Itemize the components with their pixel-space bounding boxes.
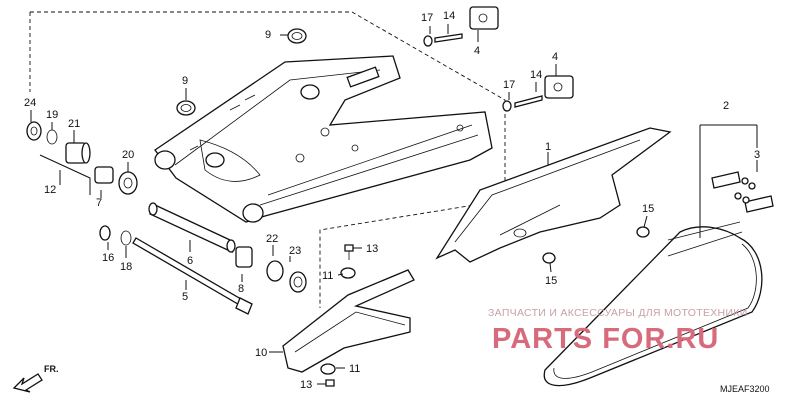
callout-4-lower: 4	[552, 51, 558, 63]
callout-18: 18	[120, 261, 132, 273]
drive-chain	[543, 221, 763, 387]
ball-bearing-left	[118, 171, 138, 195]
pivot-shaft	[132, 237, 253, 315]
callout-15-upper: 15	[642, 203, 654, 215]
collar-11-upper	[340, 267, 356, 279]
callout-14-lower: 14	[530, 69, 542, 81]
rubber-cap-lower	[176, 100, 196, 116]
callout-9-lower: 9	[182, 75, 188, 87]
callout-17-lower: 17	[503, 79, 515, 91]
callout-2: 2	[723, 100, 729, 112]
pivot-collar	[148, 202, 236, 254]
ball-bearing-right	[266, 260, 307, 293]
chain-case	[435, 127, 672, 263]
callout-16: 16	[102, 252, 114, 264]
diagram-code: MJEAF3200	[720, 384, 770, 394]
collar-right	[235, 246, 253, 268]
callout-12: 12	[44, 184, 56, 196]
callout-3: 3	[754, 149, 760, 161]
callout-9-upper: 9	[265, 29, 271, 41]
adjuster-plate-upper	[469, 6, 499, 30]
callout-labels: 9 9 24 19 21 20 12 7 6 5 8 22 23 16 18 1…	[24, 10, 760, 391]
callout-4-upper: 4	[474, 45, 480, 57]
bolt-13-upper	[344, 244, 354, 260]
front-direction-arrow: FR.	[12, 364, 59, 393]
adjuster-bolt-upper	[434, 33, 463, 43]
washer-16	[99, 225, 111, 241]
callout-13-upper: 13	[366, 243, 378, 255]
leader-lines	[30, 24, 648, 385]
lock-nut-lower	[502, 100, 512, 112]
bolt-13-lower	[325, 379, 335, 387]
direction-label: FR.	[44, 364, 59, 374]
callout-6: 6	[187, 255, 193, 267]
chain-slider	[282, 269, 415, 373]
callout-5: 5	[182, 291, 188, 303]
dust-seal	[26, 121, 42, 141]
callout-17-upper: 17	[421, 12, 433, 24]
callout-13-lower: 13	[300, 379, 312, 391]
callout-10: 10	[255, 347, 267, 359]
swingarm	[154, 55, 493, 223]
watermark-brand: PARTS FOR.RU	[492, 323, 719, 355]
adjuster-bolt-lower	[514, 95, 543, 108]
adjuster-plate-lower	[544, 75, 574, 99]
swingarm-group-frame	[29, 11, 506, 308]
rubber-cap-upper	[287, 28, 307, 44]
needle-bearing	[65, 142, 91, 164]
callout-23: 23	[289, 245, 301, 257]
master-link-set	[711, 171, 774, 213]
watermark: ЗАПЧАСТИ И АКСЕССУАРЫ ДЛЯ МОТОТЕХНИКИ PA…	[488, 307, 748, 355]
callout-14-upper: 14	[443, 10, 455, 22]
collar-left	[94, 166, 114, 184]
callout-15-lower: 15	[545, 275, 557, 287]
callout-1: 1	[545, 141, 551, 153]
bolt-15-lower	[542, 252, 556, 264]
callout-24: 24	[24, 97, 36, 109]
lock-nut-upper	[423, 35, 433, 47]
collar-11-lower	[320, 363, 336, 375]
callout-21: 21	[68, 118, 80, 130]
callout-20: 20	[122, 149, 134, 161]
callout-19: 19	[46, 109, 58, 121]
bolt-15-upper	[636, 226, 650, 238]
circlip	[46, 129, 58, 145]
callout-7: 7	[96, 197, 102, 209]
callout-11-upper: 11	[322, 270, 333, 282]
callout-8: 8	[238, 283, 244, 295]
washer-18	[120, 230, 132, 246]
callout-11-lower: 11	[349, 363, 360, 375]
callout-22: 22	[266, 233, 278, 245]
watermark-caption: ЗАПЧАСТИ И АКСЕССУАРЫ ДЛЯ МОТОТЕХНИКИ	[488, 307, 748, 319]
